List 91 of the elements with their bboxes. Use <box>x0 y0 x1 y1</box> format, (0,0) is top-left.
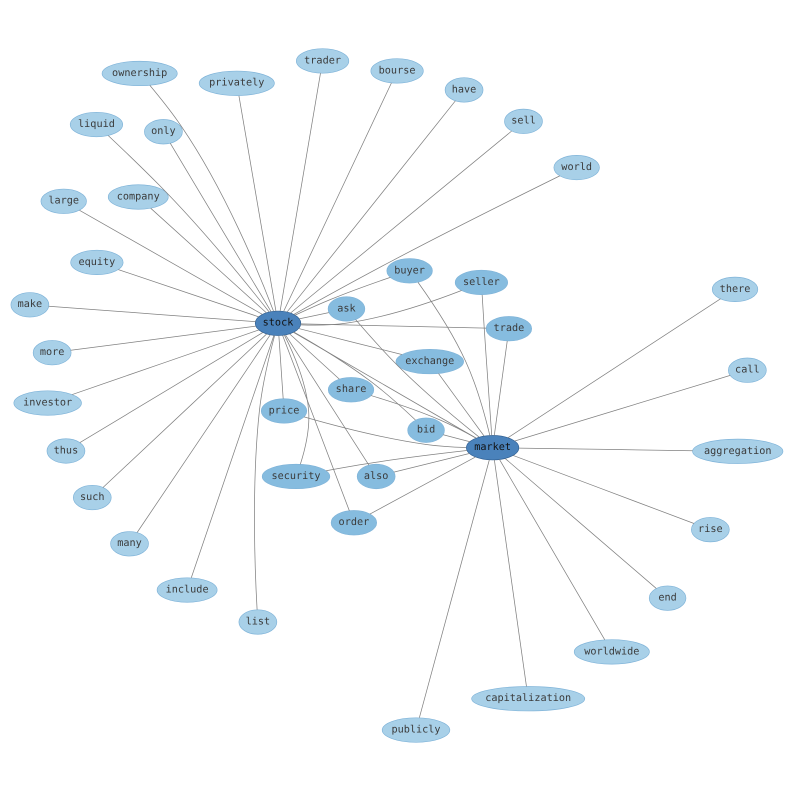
node-ellipse: company <box>108 184 169 210</box>
connector <box>190 334 274 578</box>
connector <box>494 340 508 436</box>
node-ellipse: share <box>328 376 374 402</box>
node-ellipse: list <box>238 608 278 634</box>
connector <box>294 276 391 315</box>
node-ellipse: publicly <box>382 716 450 742</box>
connector <box>118 268 260 317</box>
connector <box>150 207 267 313</box>
node-ellipse: aggregation <box>692 438 784 464</box>
connector <box>289 333 340 379</box>
node-ellipse: price <box>260 398 308 424</box>
connector <box>298 328 402 354</box>
connector <box>80 332 264 442</box>
connector <box>326 450 468 471</box>
connector <box>150 84 274 312</box>
node-ellipse: ask <box>328 296 366 321</box>
connector <box>294 331 416 420</box>
node-ellipse: liquid <box>70 111 124 137</box>
connector <box>79 209 263 314</box>
connector <box>170 142 272 312</box>
connector <box>238 94 276 311</box>
node-ellipse: trade <box>486 316 532 341</box>
node-ellipse: equity <box>70 249 124 274</box>
node-ellipse: include <box>156 576 218 602</box>
node-ellipse: capitalization <box>471 686 586 711</box>
connector <box>298 312 330 319</box>
connector <box>419 459 490 718</box>
connector <box>136 334 271 532</box>
connector <box>290 130 512 313</box>
connector <box>504 458 657 588</box>
node-ellipse: privately <box>198 70 275 96</box>
node-ellipse: bid <box>407 417 445 442</box>
connector <box>442 434 470 442</box>
node-ellipse: end <box>648 585 686 610</box>
connector <box>514 374 731 441</box>
node-ellipse: security <box>262 463 330 489</box>
node-ellipse: seller <box>454 269 508 295</box>
connector <box>72 329 260 394</box>
connector <box>499 458 606 640</box>
node-ellipse: there <box>712 276 758 302</box>
node-ellipse: call <box>728 357 767 382</box>
connector <box>254 334 275 610</box>
node-ellipse: investor <box>14 390 82 416</box>
connector <box>283 82 392 312</box>
node-ellipse: such <box>72 484 112 510</box>
connector <box>286 100 456 312</box>
connector <box>508 298 721 438</box>
node-ellipse: rise <box>691 516 730 542</box>
connector <box>370 394 476 438</box>
connector <box>102 333 268 488</box>
node-ellipse: exchange <box>396 348 464 374</box>
connector <box>293 175 560 314</box>
connector <box>300 322 487 328</box>
node-ellipse: worldwide <box>574 638 650 664</box>
node-ellipse: more <box>32 340 72 365</box>
node-ellipse: trader <box>296 48 350 74</box>
connector <box>48 305 256 322</box>
connector <box>304 416 466 448</box>
node-ellipse: make <box>10 292 50 317</box>
connector <box>284 334 310 464</box>
node-ellipse: order <box>330 510 377 535</box>
connector <box>370 456 476 514</box>
connector <box>282 334 350 511</box>
node-ellipse: also <box>356 463 396 489</box>
connector <box>494 459 527 686</box>
connector <box>418 281 490 436</box>
node-ellipse: stock <box>254 310 302 336</box>
connector <box>280 72 321 311</box>
node-ellipse: market <box>466 434 520 460</box>
connector <box>438 372 485 436</box>
node-ellipse: thus <box>46 438 86 464</box>
connector <box>355 318 480 437</box>
node-ellipse: bourse <box>370 58 424 84</box>
node-ellipse: many <box>110 530 149 556</box>
connector <box>512 454 694 524</box>
connector <box>482 294 492 436</box>
connector <box>518 447 693 451</box>
node-ellipse: large <box>40 188 87 214</box>
node-ellipse: world <box>554 154 600 180</box>
node-ellipse: buyer <box>386 258 433 283</box>
connector <box>70 325 256 350</box>
node-ellipse: have <box>444 76 484 102</box>
node-ellipse: ownership <box>102 60 178 86</box>
connector <box>293 331 476 438</box>
node-ellipse: sell <box>504 108 543 134</box>
connector <box>394 452 470 472</box>
connector <box>278 334 284 399</box>
node-ellipse: only <box>144 118 183 144</box>
connector <box>300 290 462 326</box>
connector <box>285 334 370 465</box>
